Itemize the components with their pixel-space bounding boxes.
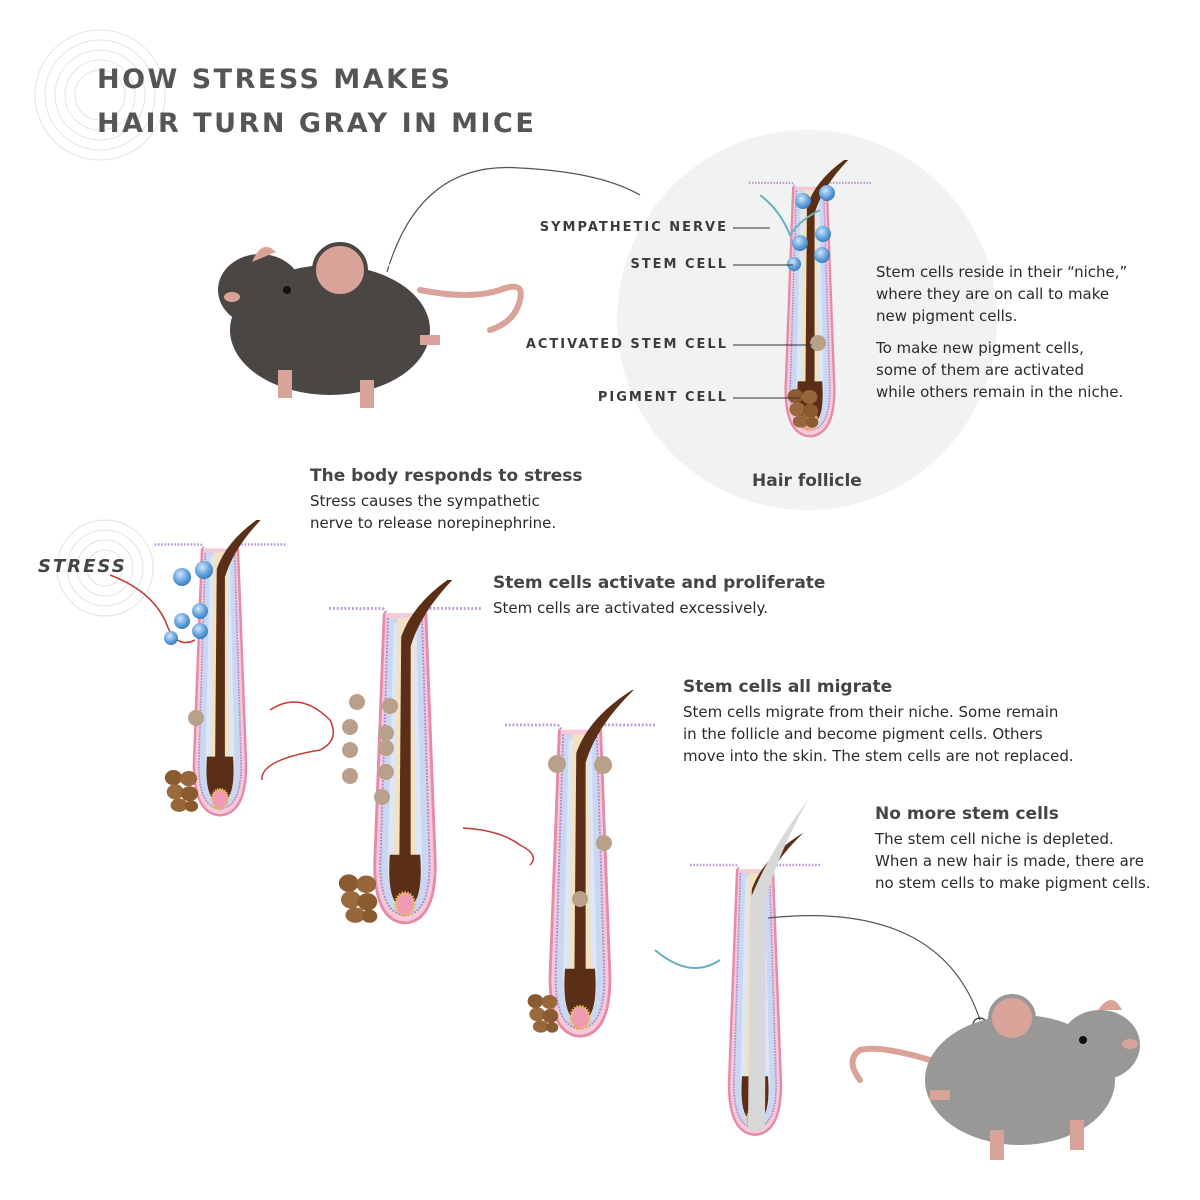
hair-follicle-caption: Hair follicle xyxy=(752,471,862,491)
decorative-rings-stress xyxy=(56,519,154,617)
niche-desc-line: To make new pigment cells, xyxy=(876,339,1084,357)
activated-stem-cell xyxy=(810,335,826,351)
step-1: The body responds to stress Stress cause… xyxy=(310,466,582,534)
step-2: Stem cells activate and proliferate Stem… xyxy=(493,573,825,619)
title-line-1: HOW STRESS MAKES xyxy=(97,64,453,95)
step-line: in the follicle and become pigment cells… xyxy=(683,725,1043,743)
step-line: When a new hair is made, there are xyxy=(875,852,1144,870)
page-title: HOW STRESS MAKES HAIR TURN GRAY IN MICE xyxy=(97,58,536,146)
nerve-stress xyxy=(109,574,196,644)
step-line: Stress causes the sympathetic xyxy=(310,492,540,510)
label-sympathetic-nerve: SYMPATHETIC NERVE xyxy=(539,220,728,235)
step-heading: Stem cells activate and proliferate xyxy=(493,573,826,593)
step-heading: Stem cells all migrate xyxy=(683,677,893,697)
step-4: No more stem cells The stem cell niche i… xyxy=(875,804,1151,894)
niche-description: Stem cells reside in their “niche,” wher… xyxy=(876,261,1127,403)
niche-desc-line: some of them are activated xyxy=(876,361,1085,379)
step-text: Stem cells are activated excessively. xyxy=(493,597,825,619)
callout-line-top xyxy=(386,166,641,273)
step-line: The stem cell niche is depleted. xyxy=(875,830,1114,848)
label-stem-cell: STEM CELL xyxy=(630,257,728,272)
step-line: no stem cells to make pigment cells. xyxy=(875,874,1151,892)
callout-line-bottom xyxy=(767,915,981,1021)
step-text: Stem cells migrate from their niche. Som… xyxy=(683,701,1074,767)
step-heading: The body responds to stress xyxy=(310,466,583,486)
gray-mouse-illustration xyxy=(849,994,1140,1160)
follicle-step-3 xyxy=(505,690,655,1038)
step-line: move into the skin. The stem cells are n… xyxy=(683,747,1074,765)
niche-desc-line: where they are on call to make xyxy=(876,285,1110,303)
step-3: Stem cells all migrate Stem cells migrat… xyxy=(683,677,1074,767)
niche-desc-line: while others remain in the niche. xyxy=(876,383,1124,401)
stem-cells-step-1 xyxy=(164,561,213,645)
stress-label: STRESS xyxy=(38,556,127,577)
label-pigment-cell: PIGMENT CELL xyxy=(597,390,728,405)
label-activated-stem-cell: ACTIVATED STEM CELL xyxy=(525,337,728,352)
niche-desc-line: Stem cells reside in their “niche,” xyxy=(876,263,1128,281)
dark-mouse-illustration xyxy=(218,242,524,408)
migrating-cells-step-3 xyxy=(548,755,612,907)
step-line: Stem cells are activated excessively. xyxy=(493,599,769,617)
decorative-rings-title xyxy=(34,29,166,161)
niche-desc-line: new pigment cells. xyxy=(876,307,1018,325)
step-text: Stress causes the sympathetic nerve to r… xyxy=(310,490,582,534)
step-text: The stem cell niche is depleted. When a … xyxy=(875,828,1151,894)
sympathetic-nerve xyxy=(759,194,821,238)
step-line: Stem cells migrate from their niche. Som… xyxy=(683,703,1059,721)
stem-cells-top xyxy=(787,185,835,271)
activated-cells-step-2 xyxy=(342,694,398,805)
step-heading: No more stem cells xyxy=(875,804,1059,824)
title-line-2: HAIR TURN GRAY IN MICE xyxy=(97,108,537,139)
leader-lines xyxy=(733,227,812,399)
step-line: nerve to release norepinephrine. xyxy=(310,514,557,532)
